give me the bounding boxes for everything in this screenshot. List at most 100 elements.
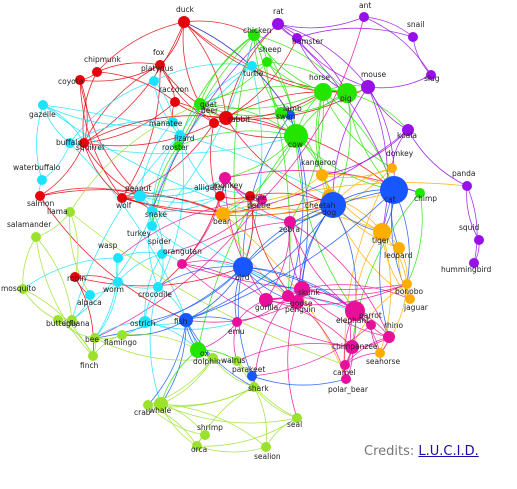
edge-whale-sealion bbox=[160, 403, 267, 448]
node-whale[interactable] bbox=[154, 397, 168, 411]
node-walrus[interactable] bbox=[232, 356, 242, 366]
node-kangaroo[interactable] bbox=[316, 169, 328, 181]
node-crocodile[interactable] bbox=[153, 282, 163, 292]
node-iguana[interactable] bbox=[67, 315, 77, 325]
node-zebra[interactable] bbox=[284, 216, 296, 228]
node-bonobo[interactable] bbox=[402, 279, 412, 289]
node-seal[interactable] bbox=[292, 413, 302, 423]
node-ox[interactable] bbox=[190, 342, 206, 358]
node-gazelle[interactable] bbox=[38, 100, 48, 110]
node-peanut[interactable] bbox=[134, 190, 146, 202]
node-seahorse[interactable] bbox=[375, 348, 385, 358]
node-manatee[interactable] bbox=[168, 117, 178, 127]
node-salmon[interactable] bbox=[35, 191, 45, 201]
node-shark[interactable] bbox=[249, 382, 259, 392]
node-mosquito[interactable] bbox=[18, 284, 28, 294]
node-orangutan[interactable] bbox=[177, 259, 187, 269]
node-bird[interactable] bbox=[233, 257, 253, 277]
node-lizard[interactable] bbox=[175, 130, 185, 140]
node-chimpanzee[interactable] bbox=[345, 340, 359, 354]
node-emu[interactable] bbox=[232, 317, 242, 327]
node-bear[interactable] bbox=[216, 207, 230, 221]
credits-link[interactable]: L.U.C.I.D. bbox=[418, 444, 479, 459]
node-cow[interactable] bbox=[284, 124, 308, 148]
node-skunk[interactable] bbox=[294, 281, 310, 297]
node-duck[interactable] bbox=[178, 16, 190, 28]
node-polar_bear[interactable] bbox=[341, 374, 351, 384]
node-penguin[interactable] bbox=[290, 295, 304, 309]
node-worm[interactable] bbox=[113, 277, 123, 287]
node-rat[interactable] bbox=[272, 18, 284, 30]
node-finch[interactable] bbox=[88, 351, 98, 361]
node-deer[interactable] bbox=[209, 118, 219, 128]
node-koala[interactable] bbox=[402, 124, 414, 136]
node-lamb[interactable] bbox=[275, 107, 287, 119]
node-chimp[interactable] bbox=[415, 188, 425, 198]
node-hamster[interactable] bbox=[292, 33, 302, 43]
node-slug[interactable] bbox=[426, 70, 436, 80]
node-alligator[interactable] bbox=[215, 191, 225, 201]
node-dog[interactable] bbox=[320, 192, 346, 218]
node-camel[interactable] bbox=[340, 360, 350, 370]
node-mouse[interactable] bbox=[361, 80, 375, 94]
node-donkey[interactable] bbox=[387, 163, 397, 173]
node-hummingbird[interactable] bbox=[469, 258, 479, 268]
node-butterfly[interactable] bbox=[53, 315, 63, 325]
node-snake[interactable] bbox=[147, 206, 157, 216]
node-snail[interactable] bbox=[408, 32, 418, 42]
node-goat[interactable] bbox=[194, 98, 206, 110]
node-bee[interactable] bbox=[90, 333, 100, 343]
node-rabbit[interactable] bbox=[219, 111, 233, 125]
node-horse[interactable] bbox=[314, 83, 332, 101]
node-parakeet[interactable] bbox=[247, 371, 257, 381]
node-elephant[interactable] bbox=[345, 301, 365, 321]
node-raccoon[interactable] bbox=[170, 97, 180, 107]
node-ostrich[interactable] bbox=[139, 316, 151, 328]
node-platypus[interactable] bbox=[149, 76, 159, 86]
node-beetle[interactable] bbox=[257, 195, 267, 205]
node-wasp[interactable] bbox=[113, 253, 123, 263]
node-spider[interactable] bbox=[157, 249, 167, 259]
node-tiger[interactable] bbox=[373, 223, 391, 241]
edge-duck-fox bbox=[159, 21, 185, 66]
node-rooster[interactable] bbox=[173, 141, 183, 151]
node-swan[interactable] bbox=[285, 110, 295, 120]
node-jaguar[interactable] bbox=[405, 294, 415, 304]
node-chicken[interactable] bbox=[248, 29, 260, 41]
node-panda[interactable] bbox=[462, 181, 472, 191]
node-shrimp[interactable] bbox=[200, 430, 210, 440]
node-cat[interactable] bbox=[380, 176, 408, 204]
edge-beetle-ant bbox=[261, 16, 365, 201]
node-fish[interactable] bbox=[179, 313, 193, 327]
node-fox[interactable] bbox=[155, 60, 165, 70]
node-turkey[interactable] bbox=[147, 221, 157, 231]
node-gorilla[interactable] bbox=[259, 293, 273, 307]
node-leopard[interactable] bbox=[393, 242, 405, 254]
node-squirrel[interactable] bbox=[79, 138, 89, 148]
node-dolphin[interactable] bbox=[208, 353, 218, 363]
node-turtle[interactable] bbox=[247, 61, 257, 71]
node-goose[interactable] bbox=[282, 290, 294, 302]
node-ant[interactable] bbox=[359, 12, 369, 22]
node-coyote[interactable] bbox=[75, 75, 85, 85]
node-buffalo[interactable] bbox=[65, 138, 75, 148]
node-squid[interactable] bbox=[474, 235, 484, 245]
node-rhino[interactable] bbox=[383, 331, 395, 343]
node-pig[interactable] bbox=[337, 83, 357, 103]
node-orca[interactable] bbox=[192, 441, 202, 451]
node-alpaca[interactable] bbox=[85, 290, 95, 300]
node-flamingo[interactable] bbox=[117, 330, 127, 340]
node-wolf[interactable] bbox=[117, 193, 127, 203]
node-eagle[interactable] bbox=[245, 191, 255, 201]
node-label-lizard: lizard bbox=[174, 134, 195, 143]
node-llama[interactable] bbox=[65, 207, 75, 217]
node-robin[interactable] bbox=[70, 272, 80, 282]
node-chipmunk[interactable] bbox=[92, 67, 102, 77]
node-salamander[interactable] bbox=[31, 232, 41, 242]
node-waterbuffalo[interactable] bbox=[37, 175, 47, 185]
node-sheep[interactable] bbox=[262, 57, 272, 67]
node-monkey[interactable] bbox=[219, 172, 231, 184]
node-sealion[interactable] bbox=[261, 442, 271, 452]
node-parrot[interactable] bbox=[366, 320, 376, 330]
node-crab[interactable] bbox=[143, 400, 153, 410]
